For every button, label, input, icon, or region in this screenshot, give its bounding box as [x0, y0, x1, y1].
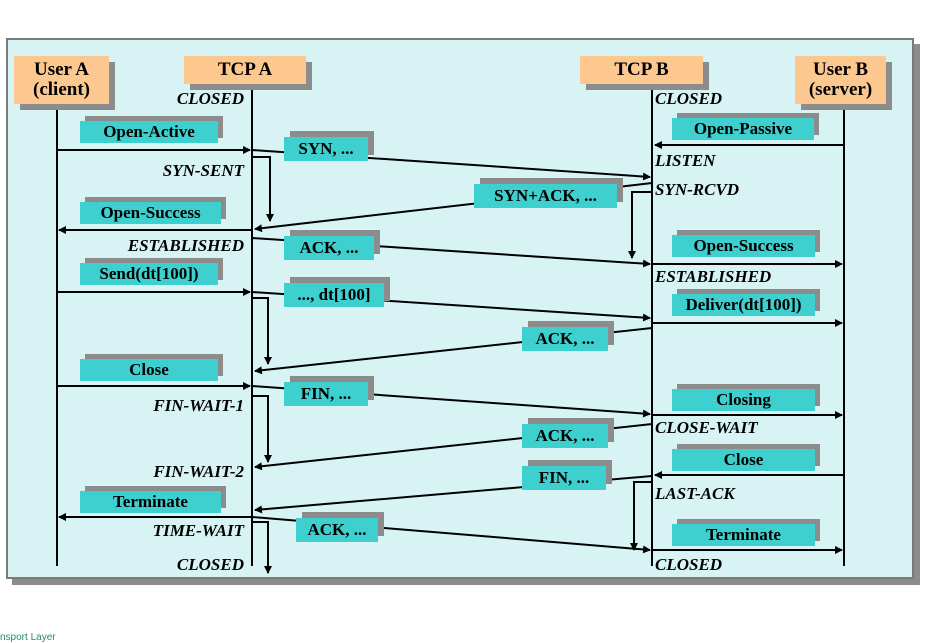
header-user-a: User A (client): [14, 56, 109, 104]
segment-label-ack4: ACK, ...: [296, 518, 378, 542]
segment-label-syn: SYN, ...: [284, 137, 368, 161]
state-b-close-wait: CLOSE-WAIT: [655, 418, 758, 437]
state-a-syn-sent: SYN-SENT: [162, 161, 244, 180]
header-tcp-a: TCP A: [184, 56, 306, 84]
bracket-a2: [252, 297, 272, 365]
bracket-a1: [252, 156, 274, 222]
segment-label-ack2: ACK, ...: [522, 327, 608, 351]
segment-label-syn-ack: SYN+ACK, ...: [474, 184, 617, 208]
bracket-a4: [252, 521, 272, 574]
call-close-a: Close: [80, 359, 218, 381]
header-tcp-a-label: TCP A: [217, 59, 273, 80]
state-a-closed-bottom: CLOSED: [176, 555, 244, 574]
state-b-listen: LISTEN: [655, 151, 716, 170]
footer-text: nsport Layer: [0, 632, 56, 643]
call-close-b: Close: [672, 449, 815, 471]
segment-label-fin-a: FIN, ...: [284, 382, 368, 406]
state-a-time-wait: TIME-WAIT: [152, 521, 244, 540]
call-open-passive: Open-Passive: [672, 118, 814, 140]
bracket-a3: [252, 395, 272, 463]
state-b-established: ESTABLISHED: [655, 267, 772, 286]
bracket-b1: [628, 191, 652, 259]
call-open-success-b: Open-Success: [672, 235, 815, 257]
call-open-success-a: Open-Success: [80, 202, 221, 224]
header-user-b: User B (server): [795, 56, 886, 104]
call-deliver: Deliver(dt[100]): [672, 294, 815, 316]
header-tcp-b: TCP B: [580, 56, 703, 84]
state-b-syn-rcvd: SYN-RCVD: [655, 180, 740, 199]
state-a-fin-wait-2: FIN-WAIT-2: [153, 462, 244, 481]
segment-label-ack3: ACK, ...: [522, 424, 608, 448]
call-closing: Closing: [672, 389, 815, 411]
header-user-b-label: User B (server): [808, 59, 873, 100]
segment-label-ack1: ACK, ...: [284, 236, 374, 260]
state-a-fin-wait-1: FIN-WAIT-1: [153, 396, 244, 415]
segment-label-fin-b: FIN, ...: [522, 466, 606, 490]
call-terminate-b: Terminate: [672, 524, 815, 546]
state-b-closed-top: CLOSED: [655, 89, 723, 108]
call-terminate-a: Terminate: [80, 491, 221, 513]
state-a-established: ESTABLISHED: [127, 236, 244, 255]
header-user-a-label: User A (client): [33, 59, 90, 100]
state-b-last-ack: LAST-ACK: [655, 484, 735, 503]
state-b-closed-bottom: CLOSED: [655, 555, 723, 574]
bracket-b2: [630, 481, 652, 551]
call-send: Send(dt[100]): [80, 263, 218, 285]
segment-label-data: ..., dt[100]: [284, 283, 384, 307]
state-a-closed-top: CLOSED: [176, 89, 244, 108]
call-open-active: Open-Active: [80, 121, 218, 143]
header-tcp-b-label: TCP B: [614, 59, 669, 80]
